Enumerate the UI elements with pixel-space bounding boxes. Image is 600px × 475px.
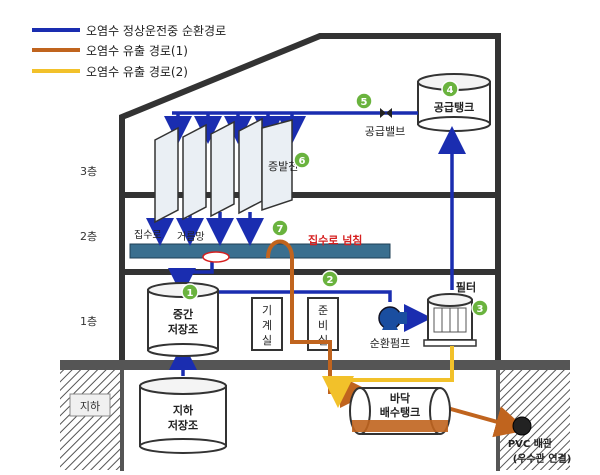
supply-valve-label: 공급밸브: [365, 125, 405, 138]
marker-1: 1: [181, 283, 199, 301]
floor-label-1f: 1층: [80, 315, 97, 328]
collector-label: 집수로: [134, 229, 162, 241]
floor-tank-label-1: 바닥: [390, 391, 410, 405]
filter-label: 필터: [456, 280, 476, 294]
supply-tank-label: 공급탱크: [434, 100, 474, 114]
marker-6: 6: [293, 151, 311, 169]
legend-leak1-label: 오염수 유출 경로(1): [86, 44, 188, 58]
floor-label-b1: 지하: [80, 399, 100, 413]
svg-text:5: 5: [361, 97, 368, 108]
markers: 1 2 3 4 5 6 7: [181, 80, 489, 317]
svg-text:3: 3: [477, 304, 484, 315]
svg-text:2: 2: [327, 275, 334, 286]
mid-tank-label-2: 저장조: [168, 322, 198, 336]
filter-mesh-icon: [202, 251, 230, 263]
supply-valve: 공급밸브: [365, 108, 405, 138]
marker-7: 7: [271, 219, 289, 237]
legend-leak2-label: 오염수 유출 경로(2): [86, 65, 188, 79]
marker-4: 4: [441, 80, 459, 98]
pvc-label-2: (우수관 연결): [513, 452, 572, 465]
ground-line: [60, 360, 570, 370]
prep-room-char-1: 준: [318, 304, 328, 317]
floor-label-2f: 2층: [80, 230, 97, 243]
svg-text:7: 7: [277, 224, 284, 235]
ug-tank-label-2: 저장조: [168, 418, 198, 432]
filter-mesh-label: 거름망: [177, 231, 205, 243]
ug-tank-label-1: 지하: [173, 403, 194, 417]
marker-5: 5: [355, 92, 373, 110]
pump-label: 순환펌프: [370, 337, 410, 350]
filter-unit: 필터: [423, 280, 477, 347]
basement-label-box: [69, 393, 111, 417]
normal-flow-path: [146, 111, 466, 376]
machine-room-box: [251, 297, 283, 351]
floor-drain-tank: 바닥 배수탱크: [349, 387, 451, 435]
collector-overflow-label: 집수로 넘침: [308, 233, 362, 247]
svg-text:6: 6: [299, 156, 306, 167]
mid-storage-tank: 중간 저장조: [147, 282, 219, 357]
marker-2: 2: [321, 270, 339, 288]
underground-storage-tank: 지하 저장조: [139, 377, 227, 454]
marker-3: 3: [471, 299, 489, 317]
evaporation-cloth: 증발천: [154, 117, 298, 224]
leak-path-1: [266, 239, 528, 438]
prep-room-char-2: 비: [318, 319, 328, 332]
evaporation-cloth-label: 증발천: [268, 159, 298, 173]
legend-normal-label: 오염수 정상운전중 순환경로: [86, 24, 226, 38]
circulation-pump: 순환펌프: [370, 306, 410, 350]
building-structure: [60, 33, 570, 471]
ground-left-hatch: [60, 370, 122, 470]
leak-path-2: [322, 346, 454, 408]
floor-label-3f: 3층: [80, 165, 97, 178]
svg-text:1: 1: [187, 288, 194, 299]
machine-room-char-3: 실: [262, 334, 272, 347]
floor-tank-label-2: 배수탱크: [380, 405, 420, 419]
pvc-label-1: PVC 배관: [508, 437, 553, 450]
mid-tank-label-1: 중간: [173, 307, 193, 321]
pvc-pipe: PVC 배관 (우수관 연결): [508, 416, 572, 465]
svg-text:4: 4: [447, 85, 454, 96]
drain-to-mid-tank: [168, 258, 214, 296]
machine-room-char-2: 계: [262, 319, 272, 332]
machine-room-char-1: 기: [262, 304, 272, 317]
mid-tank-to-pump: [198, 290, 392, 302]
legend: 오염수 정상운전중 순환경로 오염수 유출 경로(1) 오염수 유출 경로(2): [32, 24, 226, 79]
